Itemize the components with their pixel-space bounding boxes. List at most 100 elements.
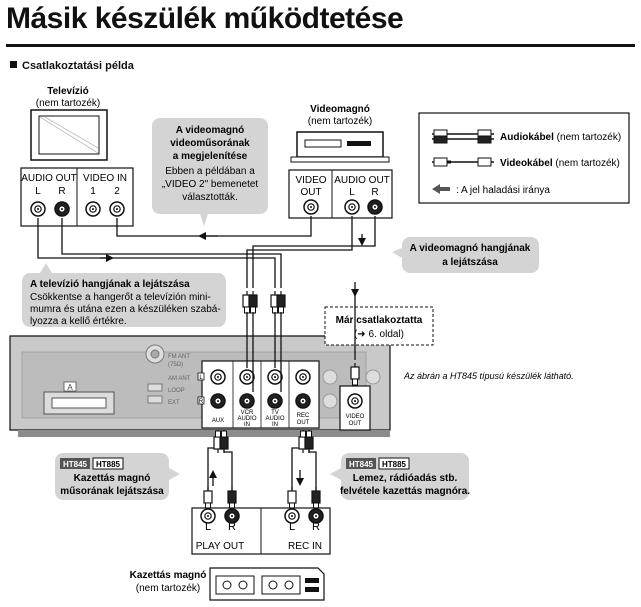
tv-note: (nem tartozék) (36, 98, 100, 109)
unit-jack-r-label: R (199, 399, 204, 405)
legend-video-bold: Videokábel (500, 158, 553, 169)
callout-vcr-video-l5: „VIDEO 2" bemenetet (162, 179, 259, 190)
callout-tape-rec-l2: felvétele kazettás magnóra. (340, 486, 470, 497)
fm-ant-label-2: (75Ω) (168, 362, 183, 368)
play-out-r-plug (227, 486, 237, 510)
callout-tape-rec-l1: Lemez, rádióadás stb. (353, 473, 458, 484)
unit-video-out-label-2: OUT (349, 421, 362, 427)
callout-tape-play-l2: műsorának lejátszása (60, 486, 164, 497)
vcr-in-l-jack (239, 369, 255, 385)
vcr: Videomagnó (nem tartozék) VIDEO OUT AUDI… (288, 104, 393, 219)
tv-l-label: L (35, 186, 41, 197)
play-out-r-jack (224, 508, 240, 524)
tv-in-r-jack (267, 393, 283, 409)
vcr-l-label: L (349, 187, 355, 198)
callout-tv-audio-l4: lyozza a kellő értékre. (30, 316, 127, 327)
tape-rec-badge-2: HT885 (382, 460, 407, 469)
page-title: Másik készülék működtetése (6, 2, 404, 35)
cables (37, 216, 376, 360)
tv-audio-in-label-2: AUDIO (265, 416, 284, 422)
legend-audio: Audiokábel (nem tartozék) (500, 132, 621, 143)
signal-arrow-icon (432, 184, 450, 194)
vcr-audio-in-label-1: VCR (241, 410, 254, 416)
callout-tape-play: HT845 HT885 Kazettás magnó műsorának lej… (55, 453, 180, 500)
callout-tv-audio-l1: A televízió hangjának a lejátszása (30, 279, 190, 290)
aux-r-plug (219, 430, 229, 454)
section-heading: Csatlakoztatási példa (10, 60, 134, 72)
callout-already-connected: Már csatlakoztatta (➜ 6. oldal) (324, 306, 434, 346)
tv-r-label: R (58, 186, 65, 197)
rec-in-l-jack (284, 508, 300, 524)
model-note: Az ábrán a HT845 típusú készülék látható… (403, 371, 574, 381)
legend-signal: : A jel haladási iránya (456, 185, 550, 196)
signal-arrows (100, 232, 366, 297)
tv-1-label: 1 (90, 186, 96, 197)
vcr-r-label: R (371, 187, 378, 198)
legend-audio-note: (nem tartozék) (554, 132, 621, 143)
title-rule (6, 44, 635, 47)
am-ant-label: AM ANT (168, 376, 191, 382)
callout-vcr-audio-l2: a lejátszása (442, 257, 498, 268)
callout-tv-audio-l2: Csökkentse a hangerőt a televízión mini- (30, 292, 211, 303)
tv-video2-jack (109, 201, 125, 217)
main-unit: A FM ANT (75Ω) AM ANT LOOP EXT L R AUX V… (9, 335, 391, 437)
signal-arrows-bottom (209, 470, 304, 486)
rec-in-l-plug (287, 486, 297, 510)
rec-in-label: REC IN (288, 541, 322, 552)
callout-vcr-video-l3: a megjelenítése (173, 151, 248, 162)
tv-audio-l-jack (30, 201, 46, 217)
vcr-video-out-label-1: VIDEO (295, 175, 326, 186)
scart-label: A (67, 383, 73, 392)
loop-label: LOOP (168, 388, 185, 394)
tape-rec-badge-1: HT845 (349, 460, 374, 469)
callout-vcr-video: A videomagnó videoműsorának a megjelenít… (152, 118, 268, 226)
video-cable-icon (432, 157, 494, 167)
unit-jack-l-label: L (199, 375, 203, 381)
rec-out-label-2: OUT (297, 420, 310, 426)
vcr-audio-in-label-3: IN (244, 422, 250, 428)
rec-out-l-jack (295, 369, 311, 385)
vcr-video-out-jack (303, 199, 319, 215)
vcr-in-r-jack (239, 393, 255, 409)
tape-l-label-1: L (205, 521, 211, 533)
ext-label: EXT (168, 400, 180, 406)
aux-l-jack (210, 369, 226, 385)
tv-audio-out-label: AUDIO OUT (21, 173, 77, 184)
tv-in-l-jack (267, 369, 283, 385)
tape-play-badge-2: HT885 (96, 460, 121, 469)
rec-in-r-jack (308, 508, 324, 524)
cassette-deck: Kazettás magnó (nem tartozék) (130, 567, 325, 601)
tv-name: Televízió (47, 86, 89, 97)
tv-audio-in-label-1: TV (271, 410, 279, 416)
tv-2-label: 2 (114, 186, 120, 197)
vcr-audio-r-jack (367, 199, 383, 215)
tv-audio-in-label-3: IN (272, 422, 278, 428)
callout-already-l1: Már csatlakoztatta (336, 315, 423, 326)
legend-audio-bold: Audiokábel (500, 132, 554, 143)
tv-audio-r-plug (276, 290, 286, 314)
tv-video1-jack (85, 201, 101, 217)
bullet-square-icon (10, 61, 17, 68)
tape-name: Kazettás magnó (130, 570, 207, 581)
play-out-label: PLAY OUT (196, 541, 245, 552)
section-heading-text: Csatlakoztatási példa (22, 60, 134, 72)
play-out-l-plug (203, 486, 213, 510)
vcr-audio-r-plug (248, 290, 258, 314)
callout-tape-rec: HT845 HT885 Lemez, rádióadás stb. felvét… (330, 453, 470, 500)
vcr-video-out-label-2: OUT (300, 187, 321, 198)
fm-ant-label-1: FM ANT (168, 354, 190, 360)
legend-video: Videokábel (nem tartozék) (500, 158, 620, 169)
legend: Audiokábel (nem tartozék) Videokábel (ne… (418, 112, 630, 204)
tape-play-badge-1: HT845 (63, 460, 88, 469)
unit-video-out-jack (347, 393, 363, 409)
tv-audio-r-jack (54, 201, 70, 217)
vcr-name: Videomagnó (310, 104, 370, 115)
tape-r-label-1: R (228, 521, 236, 533)
callout-vcr-audio: A videomagnó hangjának a lejátszása (392, 237, 539, 273)
aux-r-jack (210, 393, 226, 409)
tape-deck-panel: L R L R PLAY OUT REC IN (191, 507, 331, 555)
tape-r-label-2: R (312, 521, 320, 533)
tape-note: (nem tartozék) (136, 583, 200, 594)
tape-l-label-2: L (289, 521, 295, 533)
